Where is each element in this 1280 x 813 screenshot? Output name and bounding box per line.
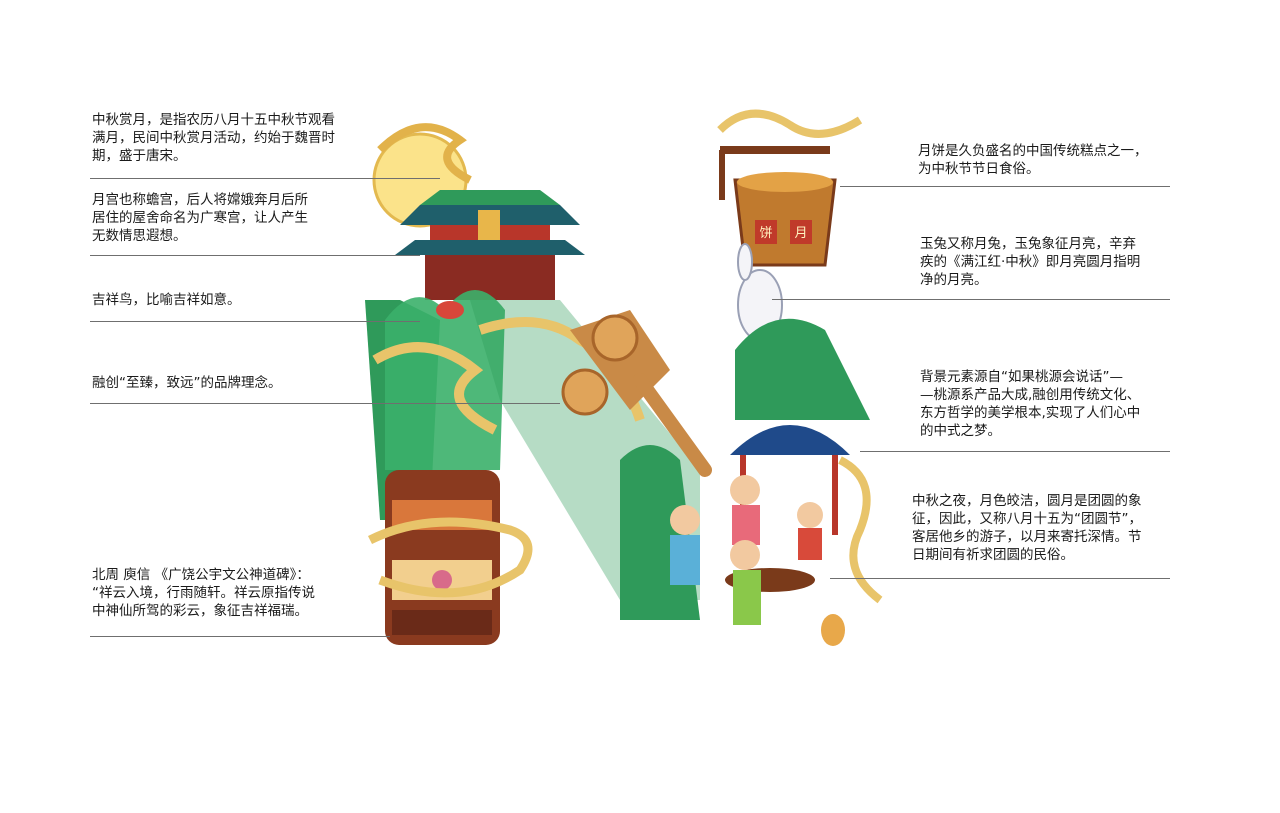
leader-line [90,636,390,637]
note-auspicious-cloud: 北周 庾信 《广饶公宇文公神道碑》： “祥云入境，行雨随轩。祥云原指传说 中神仙… [92,567,315,619]
leader-line [90,321,420,322]
cloud-swirl [372,342,498,435]
leader-line [90,403,560,404]
family-reunion [670,475,845,646]
leader-line [90,255,420,256]
hanging-mooncake-basket: 饼 月 [719,146,837,267]
note-mooncake: 月饼是久负盛名的中国传统糕点之一， 为中秋节节日食俗。 [918,143,1148,177]
basket-sign-char: 月 [794,226,807,241]
note-reunion-night: 中秋之夜，月色皎洁，圆月是团圆的象 征，因此，又称八月十五为“团圆节”， 客居他… [912,493,1142,563]
note-moon-viewing: 中秋赏月，是指农历八月十五中秋节观看 满月，民间中秋赏月活动，约始于魏晋时 期，… [92,112,335,164]
auspicious-bird [436,301,464,319]
leader-line [772,299,1170,300]
cloud-swirl [717,109,863,138]
leader-line [90,178,440,179]
cloud-swirl [367,517,533,598]
note-moon-palace: 月宫也称蟾宫，后人将嫦娥奔月后所 居住的屋舍命名为广寒宫，让人产生 无数情思遐想… [92,192,308,244]
note-background-elements: 背景元素源自“如果桃源会说话”— —桃源系产品大成,融创用传统文化、 东方哲学的… [920,369,1141,439]
green-mountains-right [735,318,870,420]
mooncake [591,314,639,362]
moon-palace [395,190,585,300]
leader-line [840,186,1170,187]
mooncake [561,368,609,416]
note-jade-rabbit: 玉兔又称月兔，玉兔象征月亮，辛弃 疾的《满江红·中秋》即月亮圆月指明 净的月亮。 [920,236,1141,288]
wooden-basket [385,470,500,645]
dog [821,614,845,646]
leader-line [830,578,1170,579]
palace-plaque [478,210,500,240]
cloud-swirl [838,456,883,604]
note-brand-concept: 融创“至臻，致远”的品牌理念。 [92,375,282,391]
mooncake-scoop [561,310,712,477]
basket-sign-char: 饼 [759,226,772,241]
cloud-swirl [377,123,472,184]
note-auspicious-bird: 吉祥鸟，比喻吉祥如意。 [92,292,241,308]
leader-line [860,451,1170,452]
